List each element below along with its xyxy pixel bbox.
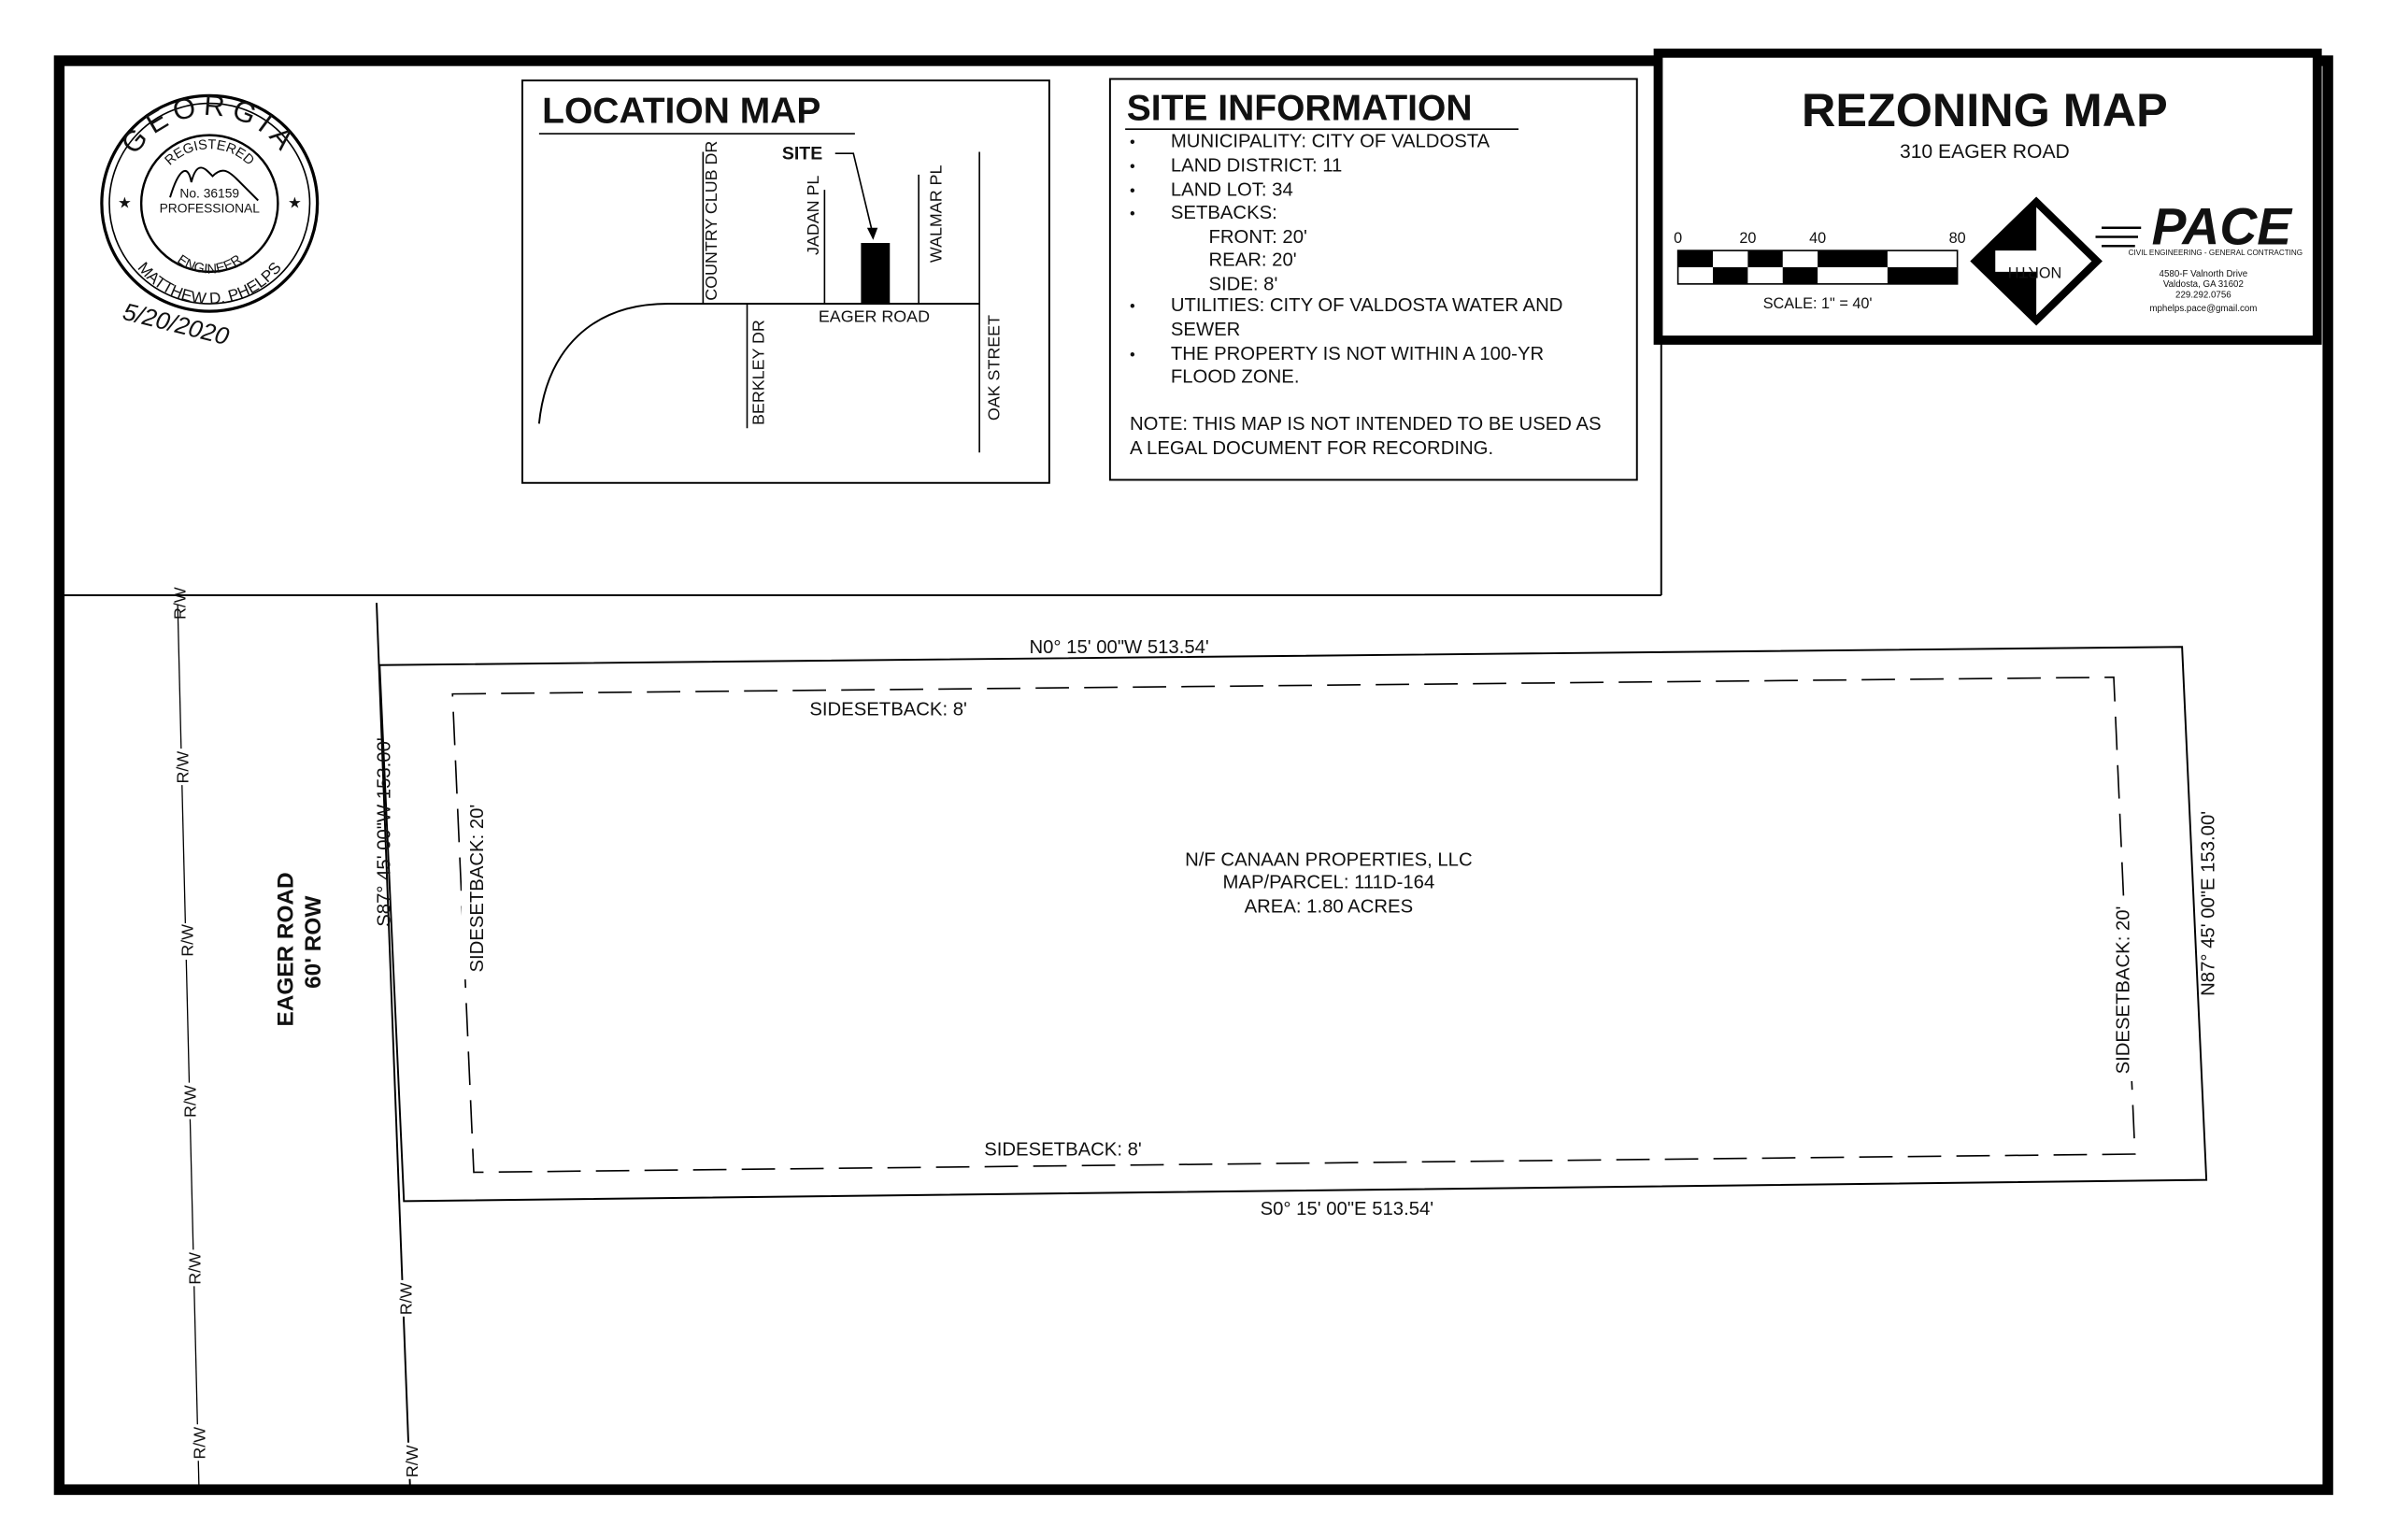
scale-tick-label: 40 bbox=[1809, 230, 1826, 247]
company-logo: PACE CIVIL ENGINEERING - GENERAL CONTRAC… bbox=[2095, 198, 2303, 314]
rw-label: R/W bbox=[181, 1085, 200, 1118]
rw-label: R/W bbox=[174, 751, 192, 784]
scale-tick-label: 80 bbox=[1949, 230, 1966, 247]
right-of-way-line bbox=[177, 604, 200, 1486]
company-tagline: CIVIL ENGINEERING - GENERAL CONTRACTING bbox=[2129, 249, 2303, 257]
street-jadan: JADAN PL bbox=[804, 176, 822, 255]
company-email: mphelps.pace@gmail.com bbox=[2149, 304, 2257, 314]
rw-label: R/W bbox=[186, 1252, 205, 1285]
site-info-item: LAND LOT: 34 bbox=[1171, 180, 1293, 201]
setback-rear: REAR: 20' bbox=[1209, 250, 1297, 270]
road-row: 60' ROW bbox=[301, 896, 326, 989]
svg-text:REGISTERED: REGISTERED bbox=[163, 137, 257, 168]
rw-label: R/W bbox=[190, 1427, 208, 1460]
eager-road-edge bbox=[376, 603, 411, 1486]
street-country-club: COUNTRY CLUB DR bbox=[702, 141, 720, 301]
location-map-title: LOCATION MAP bbox=[542, 92, 820, 132]
eager-road-line bbox=[537, 303, 980, 424]
seal-registered: REGISTERED bbox=[163, 137, 257, 168]
location-map: LOCATION MAP SITE COUNTRY CLUB DR JADAN … bbox=[521, 79, 1050, 484]
svg-text:•: • bbox=[1130, 206, 1135, 222]
site-info-title: SITE INFORMATION bbox=[1127, 88, 1473, 128]
site-info-note: A LEGAL DOCUMENT FOR RECORDING. bbox=[1130, 438, 1493, 459]
svg-text:•: • bbox=[1130, 298, 1135, 315]
site-info-utilities: UTILITIES: CITY OF VALDOSTA WATER AND bbox=[1171, 295, 1563, 316]
parcel-owner: N/F CANAAN PROPERTIES, LLC bbox=[1185, 849, 1473, 870]
site-marker bbox=[861, 243, 891, 304]
rw-label: R/W bbox=[170, 587, 189, 620]
east-setback-label: SIDESETBACK: 20' bbox=[2113, 906, 2133, 1075]
site-information: SITE INFORMATION • MUNICIPALITY: CITY OF … bbox=[1108, 78, 1638, 481]
north-label: NORTH bbox=[2008, 264, 2061, 280]
title-block: REZONING MAP 310 EAGER ROAD 0 20 40 80 S… bbox=[1653, 49, 2322, 345]
rw-label: R/W bbox=[396, 1282, 415, 1315]
site-info-flood: FLOOD ZONE. bbox=[1171, 367, 1300, 388]
site-info-item: LAND DISTRICT: 11 bbox=[1171, 156, 1342, 177]
street-oak: OAK STREET bbox=[984, 315, 1003, 421]
rw-label: R/W bbox=[178, 924, 196, 957]
svg-text:•: • bbox=[1130, 183, 1135, 200]
north-boundary-bearing: N0° 15' 00"W 513.54' bbox=[1029, 637, 1208, 658]
parcel-id: MAP/PARCEL: 111D-164 bbox=[1223, 873, 1435, 893]
seal-number: No. 36159 bbox=[179, 185, 239, 200]
site-info-note: NOTE: THIS MAP IS NOT INTENDED TO BE USE… bbox=[1130, 414, 1602, 435]
scale-tick-label: 20 bbox=[1739, 230, 1756, 247]
map-subtitle: 310 EAGER ROAD bbox=[1900, 141, 2070, 163]
company-address: 4580-F Valnorth Drive bbox=[2160, 269, 2248, 279]
site-info-flood: THE PROPERTY IS NOT WITHIN A 100-YR bbox=[1171, 344, 1544, 364]
south-boundary-bearing: S0° 15' 00"E 513.54' bbox=[1261, 1199, 1434, 1219]
signature bbox=[169, 166, 259, 202]
rw-label: R/W bbox=[403, 1445, 421, 1477]
setback-line bbox=[451, 676, 2136, 1174]
west-setback-label: SIDESETBACK: 20' bbox=[467, 805, 488, 973]
street-eager: EAGER ROAD bbox=[819, 307, 930, 326]
setback-side: SIDE: 8' bbox=[1209, 274, 1278, 294]
svg-text:•: • bbox=[1130, 159, 1135, 176]
sheet-border bbox=[53, 55, 2333, 1495]
scale-text: SCALE: 1" = 40' bbox=[1763, 295, 1873, 312]
svg-text:•: • bbox=[1130, 135, 1135, 151]
scale-bar: 0 20 40 80 SCALE: 1" = 40' bbox=[1674, 230, 1966, 312]
scale-tick-label: 0 bbox=[1674, 230, 1682, 247]
site-label: SITE bbox=[782, 144, 822, 164]
west-boundary-bearing: S87° 45' 00"W 153.00' bbox=[375, 737, 395, 927]
svg-text:ENGINEER: ENGINEER bbox=[175, 252, 245, 278]
east-boundary-bearing: N87° 45' 00"E 153.00' bbox=[2198, 811, 2218, 996]
setback-front: FRONT: 20' bbox=[1209, 227, 1307, 248]
star-icon: ★ bbox=[288, 195, 302, 212]
seal-engineer: ENGINEER bbox=[175, 252, 245, 278]
street-berkley: BERKLEY DR bbox=[749, 320, 767, 425]
south-setback-label: SIDESETBACK: 8' bbox=[984, 1140, 1142, 1161]
svg-text:•: • bbox=[1130, 347, 1135, 364]
parcel-area: AREA: 1.80 ACRES bbox=[1245, 897, 1414, 918]
site-info-item: SETBACKS: bbox=[1171, 203, 1277, 223]
company-phone: 229.292.0756 bbox=[2175, 291, 2231, 301]
property-boundary bbox=[378, 646, 2208, 1203]
road-name: EAGER ROAD bbox=[274, 872, 299, 1026]
company-address: Valdosta, GA 31602 bbox=[2163, 279, 2244, 290]
seal-professional: PROFESSIONAL bbox=[160, 201, 261, 216]
north-setback-label: SIDESETBACK: 8' bbox=[809, 699, 967, 720]
site-info-item: MUNICIPALITY: CITY OF VALDOSTA bbox=[1171, 132, 1490, 152]
site-info-utilities: SEWER bbox=[1171, 320, 1240, 340]
north-arrow-icon: NORTH bbox=[1970, 196, 2103, 326]
star-icon: ★ bbox=[118, 195, 132, 212]
engineer-seal: GEORGIA MATTHEW D. PHELPS REGISTERED ENG… bbox=[100, 89, 320, 350]
company-logo-text: PACE bbox=[2152, 198, 2294, 256]
site-plan: R/W R/W R/W R/W R/W R/W R/W R/W EAGER RO… bbox=[170, 587, 2218, 1486]
street-walmar: WALMAR PL bbox=[927, 165, 946, 264]
map-title: REZONING MAP bbox=[1802, 83, 2168, 136]
